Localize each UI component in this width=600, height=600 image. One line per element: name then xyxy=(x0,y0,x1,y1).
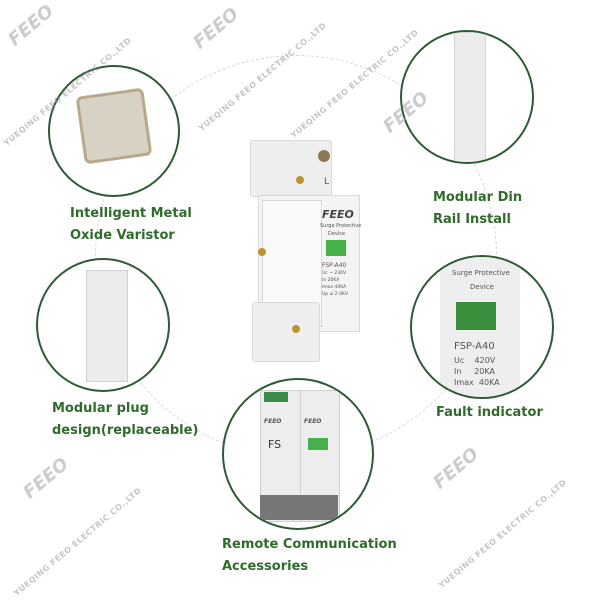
feature-circle-remote: FEEO FEEO FS xyxy=(222,378,374,530)
screw-icon xyxy=(292,325,300,333)
device-subtitle: Surge Protective xyxy=(320,223,362,229)
watermark-logo: FEEO xyxy=(429,443,483,494)
model-label: FSP-A40 xyxy=(322,262,347,269)
module-label: FS xyxy=(268,438,282,451)
fault-indicator-window xyxy=(456,302,496,330)
spec-line: Imax 40KA xyxy=(322,285,347,290)
terminal-label: L xyxy=(324,177,330,187)
detail-spec: Imax 40KA xyxy=(454,378,500,387)
feature-circle-varistor xyxy=(48,65,180,197)
din-rail-side-icon xyxy=(454,32,486,162)
varistor-chip-icon xyxy=(75,87,153,165)
detail-subtitle: Surge Protective xyxy=(452,269,510,277)
fault-indicator-window xyxy=(326,240,346,256)
spec-line: In 20KA xyxy=(322,278,340,283)
surge-protector-device: L FEEO Surge Protective Device FSP-A40 U… xyxy=(240,140,362,365)
screw-icon xyxy=(258,248,266,256)
detail-spec: Uc 420V xyxy=(454,356,496,365)
screw-icon xyxy=(296,176,304,184)
watermark-logo: FEEO xyxy=(19,453,73,504)
watermark-logo: FEEO xyxy=(4,0,58,51)
brand-logo: FEEO xyxy=(322,208,354,221)
feature-circle-plug xyxy=(36,258,170,392)
detail-subtitle-2: Device xyxy=(470,283,494,291)
feature-circle-fault-indicator: Surge Protective Device FSP-A40 Uc 420V … xyxy=(410,255,554,399)
watermark-text: YUEQING FEEO ELECTRIC CO.,LTD xyxy=(437,477,569,590)
device-subtitle-2: Device xyxy=(328,231,346,237)
plug-module-icon xyxy=(86,270,128,382)
spec-line: Uc ~ 230V xyxy=(322,271,347,276)
detail-model: FSP-A40 xyxy=(454,341,495,352)
spec-line: Up ≤ 2.0KV xyxy=(322,292,348,297)
terminal-block-icon xyxy=(264,392,288,402)
module-brand-2: FEEO xyxy=(304,418,322,425)
fault-indicator-window xyxy=(308,438,328,450)
watermark-logo: FEEO xyxy=(189,3,243,54)
detail-spec: In 20KA xyxy=(454,367,495,376)
feature-label-fault-indicator: Fault indicator xyxy=(436,405,543,420)
feature-circle-din-rail xyxy=(400,30,534,164)
module-brand: FEEO xyxy=(264,418,282,425)
terminal-screw-icon xyxy=(318,150,330,162)
